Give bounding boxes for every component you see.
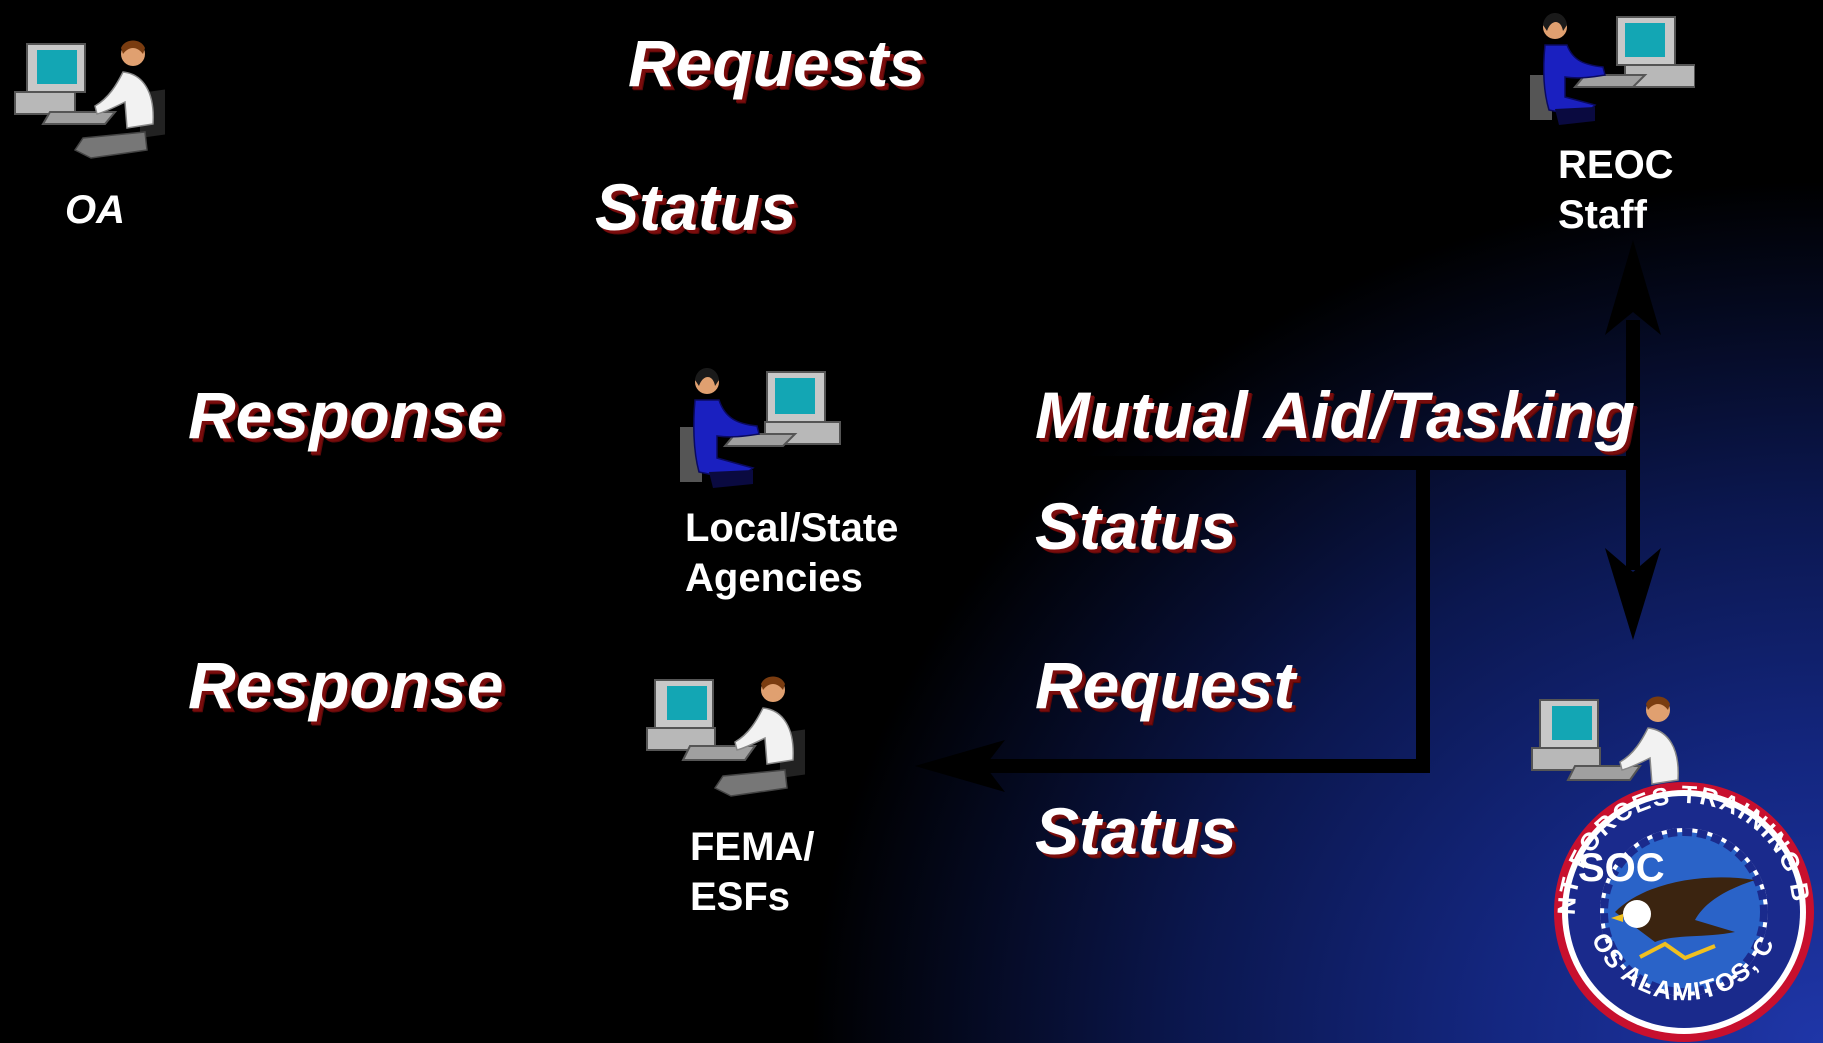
reoc-label-line1: REOC (1558, 143, 1674, 187)
arrow-to-local-state (885, 436, 1633, 490)
local-state-label-line1: Local/State (685, 506, 899, 550)
status-label-mid: Status (1035, 489, 1237, 563)
reoc-computer-user-icon (1530, 13, 1695, 125)
fema-label-line2: ESFs (690, 875, 791, 919)
oa-computer-user-icon (14, 40, 165, 159)
fema-node-label: FEMA/ ESFs (690, 822, 814, 922)
oa-node-label: OA (65, 185, 125, 235)
request-label: Request (1035, 648, 1296, 722)
arrow-oa-to-reoc (960, 100, 1488, 156)
arrow-reoc-soc (1605, 240, 1661, 640)
local-state-label-line2: Agencies (685, 556, 863, 600)
response-label-upper: Response (188, 378, 504, 452)
soc-label: SOC (1578, 846, 1665, 890)
local-state-node-label: Local/State Agencies (685, 503, 898, 603)
reoc-label-line2: Staff (1558, 193, 1647, 237)
jftb-seal-logo: JOINT FORCES TRAINING BASE LOS ALAMITOS,… (1545, 762, 1814, 1042)
requests-label: Requests (628, 26, 926, 100)
oa-label: OA (65, 188, 125, 232)
status-label-top: Status (595, 170, 797, 244)
soc-node-label: SOC (1578, 843, 1665, 893)
response-label-lower: Response (188, 648, 504, 722)
status-label-low: Status (1035, 794, 1237, 868)
fema-computer-user-icon (646, 676, 805, 797)
arrow-to-fema (915, 463, 1430, 792)
local-state-computer-user-icon (680, 368, 841, 488)
reoc-node-label: REOC Staff (1558, 140, 1674, 240)
soc-computer-user-icon (1531, 696, 1679, 785)
fema-label-line1: FEMA/ (690, 825, 815, 869)
mutual-aid-tasking-label: Mutual Aid/Tasking (1035, 378, 1636, 452)
